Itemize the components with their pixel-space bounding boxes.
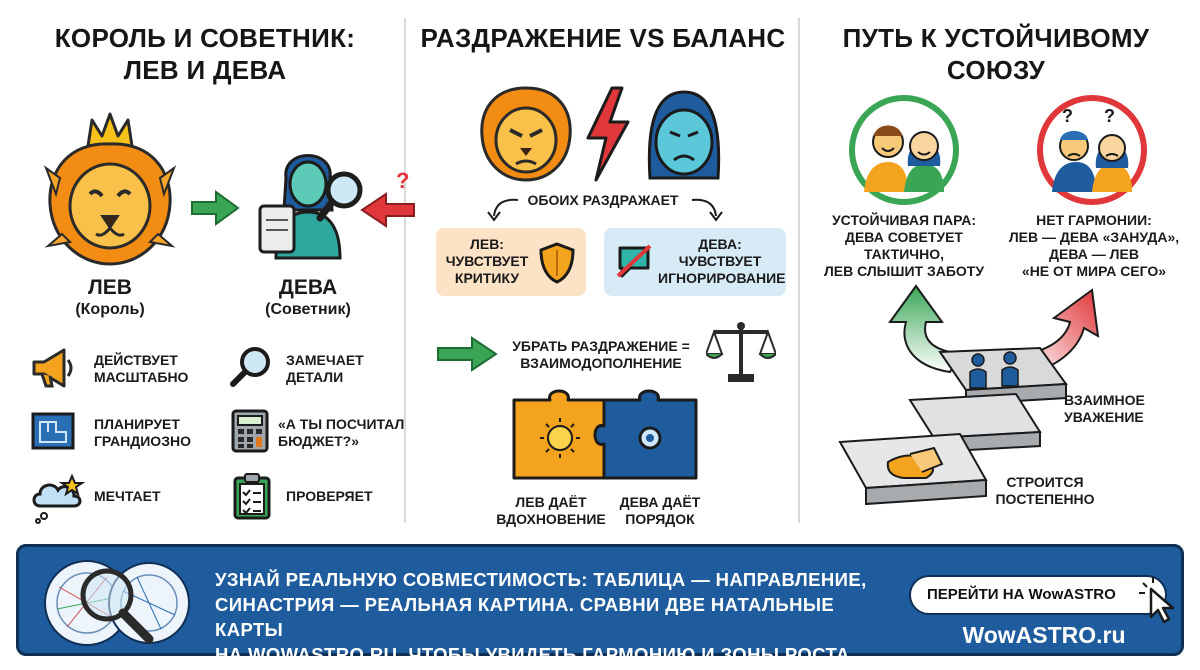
site-url[interactable]: WowASTRO.ru [962,622,1126,648]
cursor-click-icon [1137,575,1177,625]
both-irritated-label: ОБОИХ РАЗДРАЖАЕТ [527,192,679,208]
left-title-line1: КОРОЛЬ И СОВЕТНИК: [54,23,356,53]
virgo-name-block: ДЕВА (Советник) [228,276,388,320]
scales-icon [706,318,776,384]
question-mark-1: ? [1062,106,1073,126]
curve-arrow-right-icon [690,196,724,222]
leo-role: (Король) [75,301,145,318]
puzzle-icon [510,386,700,486]
magnifier-icon [228,344,274,390]
calculator-icon [230,408,270,454]
column-divider-right [798,18,800,523]
left-title: КОРОЛЬ И СОВЕТНИК: ЛЕВ И ДЕВА [20,22,390,86]
arrow-right-icon [190,190,240,226]
virgo-name: ДЕВА [278,276,338,299]
muted-speech-icon [614,242,654,282]
confused-couple-icon [1036,94,1148,206]
virgo-face-icon [636,86,732,182]
shield-icon [538,242,576,284]
path-steps-illustration [830,282,1160,522]
left-title-line2: ЛЕВ И ДЕВА [123,55,287,85]
virgo-trait-3: ПРОВЕРЯЕТ [286,488,373,504]
leo-trait-3: МЕЧТАЕТ [94,488,161,504]
right-title-line2: СОЮЗУ [946,55,1046,85]
right-title: ПУТЬ К УСТОЙЧИВОМУ СОЮЗУ [806,22,1186,86]
cloud-star-icon [30,472,86,524]
happy-couple-icon [848,94,960,206]
cta-label: ПЕРЕЙТИ НА WowASTRO [927,586,1116,603]
right-title-line1: ПУТЬ К УСТОЙЧИВОМУ [842,23,1150,53]
leo-name: ЛЕВ [88,276,132,299]
lion-face-icon [476,84,576,184]
banner-line1: УЗНАЙ РЕАЛЬНУЮ СОВМЕСТИМОСТЬ: ТАБЛИЦА — … [215,569,867,590]
go-to-wowastro-button[interactable]: ПЕРЕЙТИ НА WowASTRO [909,575,1167,615]
lion-king-icon [40,108,180,268]
banner-line2: СИНАСТРИЯ — РЕАЛЬНАЯ КАРТИНА. СРАВНИ ДВЕ… [215,594,835,640]
no-harmony-text: НЕТ ГАРМОНИИ:ЛЕВ — ДЕВА «ЗАНУДА»,ДЕВА — … [1008,212,1180,279]
natal-chart-magnifier-icon [37,557,201,649]
arrow-left-red-icon [360,192,416,228]
cta-banner: УЗНАЙ РЕАЛЬНУЮ СОВМЕСТИМОСТЬ: ТАБЛИЦА — … [16,544,1184,665]
question-mark: ? [396,168,410,193]
checklist-icon [232,472,272,520]
balance-arrow-icon [436,336,498,372]
virgo-role: (Советник) [265,301,351,318]
blueprint-icon [30,410,76,452]
column-divider-left [404,18,406,523]
megaphone-icon [30,346,76,390]
virgo-advisor-icon [246,128,376,268]
curve-arrow-left-icon [486,196,520,222]
banner-text: УЗНАЙ РЕАЛЬНУЮ СОВМЕСТИМОСТЬ: ТАБЛИЦА — … [215,567,895,667]
middle-title: РАЗДРАЖЕНИЕ VS БАЛАНС [420,23,786,53]
leo-name-block: ЛЕВ (Король) [30,276,190,320]
lightning-icon [582,86,632,182]
question-mark-2: ? [1104,106,1115,126]
balance-text: УБРАТЬ РАЗДРАЖЕНИЕ =ВЗАИМОДОПОЛНЕНИЕ [512,338,690,371]
banner-line3: НА WowASTRO.ru, ЧТОБЫ УВИДЕТЬ ГАРМОНИЮ И… [215,644,856,665]
